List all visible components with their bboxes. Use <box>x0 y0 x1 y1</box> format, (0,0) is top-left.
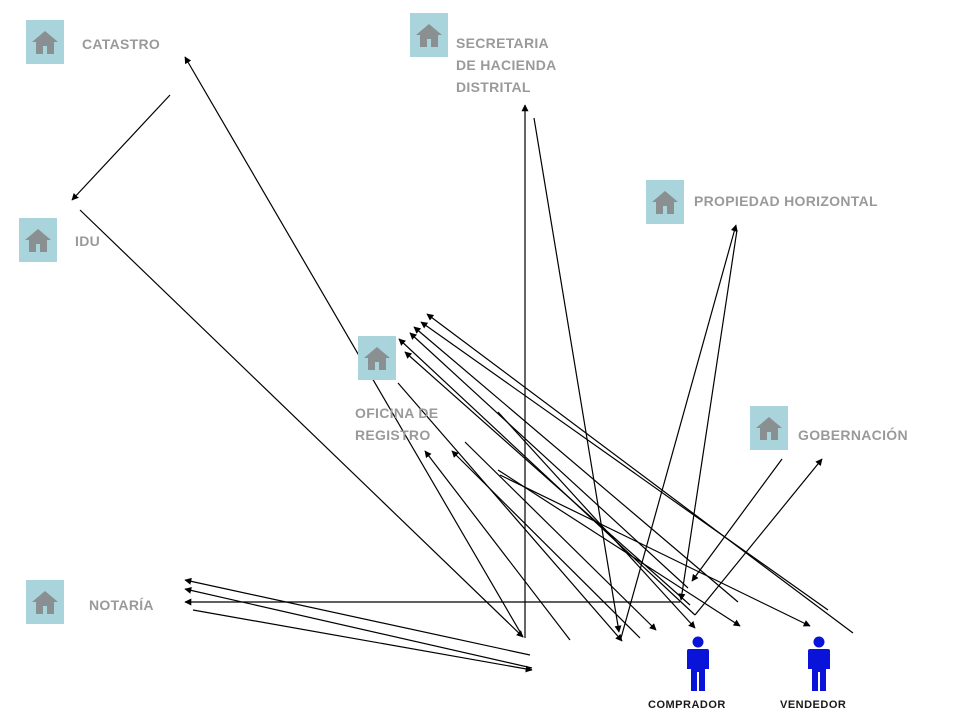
secretaria-label: SECRETARIA DE HACIENDA DISTRITAL <box>456 35 557 95</box>
flow-arrow-8 <box>398 338 696 616</box>
flow-arrow-16 <box>192 609 533 673</box>
propiedad-label: PROPIEDAD HORIZONTAL <box>694 193 878 209</box>
oficina-label: OFICINA DE REGISTRO <box>355 405 439 443</box>
notaria-label: NOTARÍA <box>89 597 154 613</box>
gobernacion-house-icon <box>750 406 788 450</box>
comprador-label: COMPRADOR <box>648 699 726 711</box>
secretaria-house-icon <box>410 13 448 57</box>
flow-arrow-3 <box>79 209 524 638</box>
propiedad-house-icon <box>646 180 684 224</box>
flow-arrow-20 <box>451 450 641 639</box>
flow-arrow-19 <box>424 450 571 641</box>
idu-house-icon <box>19 218 57 262</box>
flow-arrow-18 <box>397 382 623 642</box>
comprador-person-icon <box>687 636 709 691</box>
gobernacion-label: GOBERNACIÓN <box>798 427 908 443</box>
flow-arrow-24 <box>499 474 811 627</box>
flow-arrow-14 <box>184 577 531 656</box>
catastro-house-icon <box>26 20 64 64</box>
notaria-house-icon <box>26 580 64 624</box>
flow-arrow-5 <box>533 117 622 633</box>
vendedor-person-icon <box>808 636 830 691</box>
oficina-house-icon <box>358 336 396 380</box>
flow-arrow-11 <box>413 326 739 603</box>
flow-arrow-21 <box>464 441 657 631</box>
flow-arrow-1 <box>71 94 171 201</box>
flow-arrow-15 <box>184 586 533 669</box>
flow-arrow-23 <box>497 469 741 627</box>
flow-arrow-10 <box>409 332 689 589</box>
catastro-label: CATASTRO <box>82 36 161 52</box>
flow-arrow-2 <box>184 56 524 638</box>
flow-arrow-7 <box>678 229 738 601</box>
flow-arrow-22 <box>497 411 696 629</box>
flow-arrow-25 <box>691 458 783 582</box>
flow-arrow-6 <box>620 224 738 639</box>
vendedor-label: VENDEDOR <box>780 699 847 711</box>
flow-arrow-13 <box>426 313 854 634</box>
flow-arrow-26 <box>694 458 823 616</box>
idu-label: IDU <box>75 233 101 249</box>
flow-arrow-12 <box>420 321 829 611</box>
